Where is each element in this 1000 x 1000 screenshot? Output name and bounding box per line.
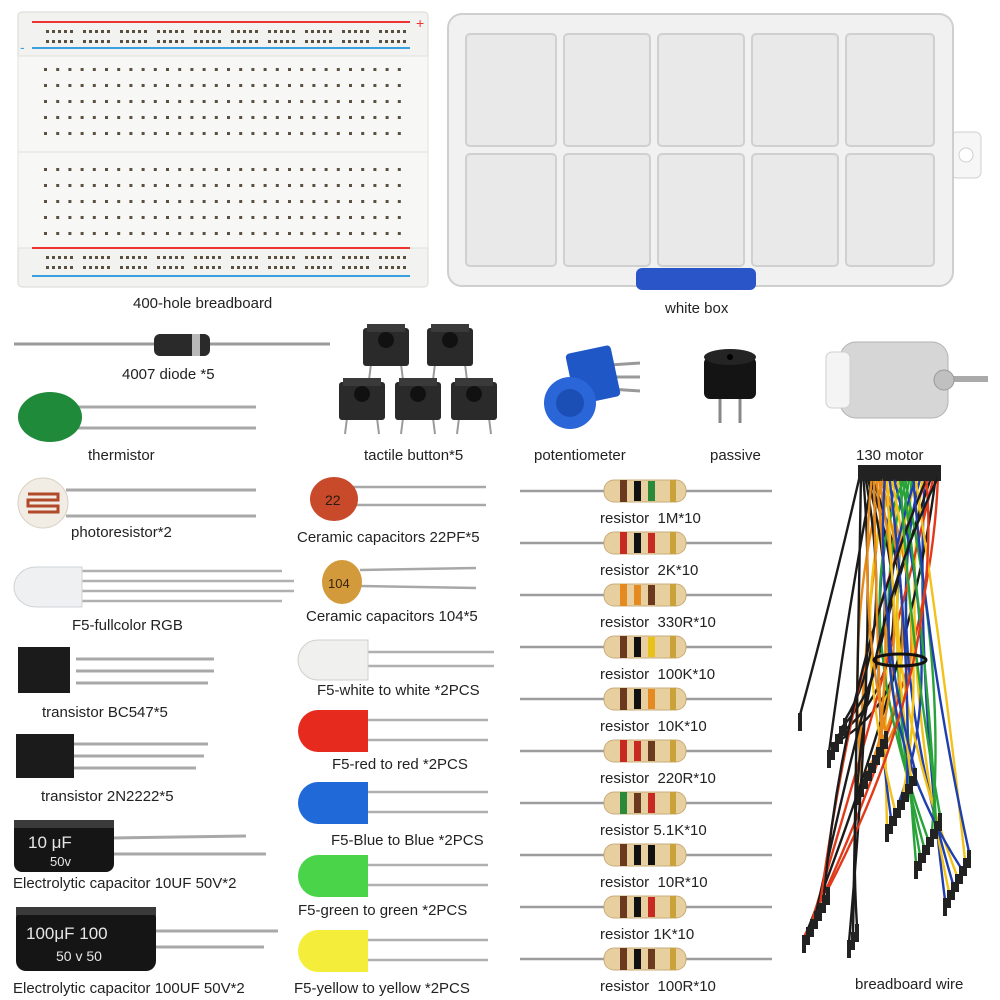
resistor-image [520, 738, 775, 764]
diode-label: 4007 diode *5 [122, 366, 215, 383]
resistor-image [520, 582, 775, 608]
e100-label: Electrolytic capacitor 100UF 50V*2 [13, 980, 245, 997]
e10-marking: 10 μF [28, 833, 72, 852]
electrolytic-100uf-image: 100μF 100 50 v 50 [16, 905, 281, 973]
red-led-label: F5-red to red *2PCS [332, 756, 468, 773]
breadboard-label: 400-hole breadboard [133, 295, 273, 312]
motor-image [825, 338, 991, 423]
resistor-label: resistor 10K*10 [600, 718, 707, 735]
diode-image [14, 330, 334, 360]
resistor-label: resistor 330R*10 [600, 614, 716, 631]
cap104-code: 104 [328, 576, 350, 591]
resistor-image [520, 842, 775, 868]
resistor-image [520, 894, 775, 920]
white-box-label: white box [665, 300, 729, 317]
rail-plus-mark: + [416, 15, 424, 31]
resistor-image [520, 478, 775, 504]
thermistor-image [14, 390, 259, 445]
green-led-image [298, 853, 493, 899]
photoresistor-image [16, 476, 261, 530]
cap22-code: 22 [325, 492, 341, 508]
green-led-label: F5-green to green *2PCS [298, 902, 468, 919]
red-led-image [298, 708, 493, 754]
passive-label: passive [710, 447, 761, 464]
n2222-image [16, 732, 211, 782]
buzzer-image [700, 345, 760, 425]
potentiometer-image [540, 345, 650, 435]
rail-minus-mark: - [20, 39, 25, 55]
resistor-label: resistor 1M*10 [600, 510, 701, 527]
tactile-buttons-image [335, 320, 520, 440]
resistor-label: resistor 5.1K*10 [600, 822, 707, 839]
motor-label: 130 motor [856, 447, 924, 464]
e100-marking: 100μF 100 [26, 924, 108, 943]
resistor-label: resistor 1K*10 [600, 926, 695, 943]
yellow-led-label: F5-yellow to yellow *2PCS [294, 980, 470, 997]
resistor-label: resistor 220R*10 [600, 770, 716, 787]
electrolytic-10uf-image: 10 μF 50v [14, 818, 269, 874]
blue-led-label: F5-Blue to Blue *2PCS [331, 832, 484, 849]
breadboard-image: + - [17, 11, 429, 292]
bc547-label: transistor BC547*5 [42, 704, 168, 721]
resistor-image [520, 946, 775, 972]
resistor-image [520, 790, 775, 816]
potentiometer-label: potentiometer [534, 447, 626, 464]
resistor-image [520, 686, 775, 712]
e10-label: Electrolytic capacitor 10UF 50V*2 [13, 875, 237, 892]
white-box-image [446, 12, 991, 292]
resistor-label: resistor 10R*10 [600, 874, 708, 891]
rgb-led-image [12, 563, 297, 611]
white-led-image [297, 638, 498, 682]
ceramic-22pf-image: 22 [308, 475, 488, 525]
e10-voltage: 50v [50, 854, 71, 869]
resistor-label: resistor 100R*10 [600, 978, 716, 995]
resistor-label: resistor 100K*10 [600, 666, 716, 683]
bc547-image [18, 645, 218, 697]
rgb-label: F5-fullcolor RGB [72, 617, 183, 634]
white-led-label: F5-white to white *2PCS [317, 682, 480, 699]
photoresistor-label: photoresistor*2 [71, 524, 172, 541]
n2222-label: transistor 2N2222*5 [41, 788, 174, 805]
resistor-label: resistor 2K*10 [600, 562, 699, 579]
ceramic-104-image: 104 [320, 558, 480, 606]
resistor-image [520, 530, 775, 556]
thermistor-label: thermistor [88, 447, 155, 464]
yellow-led-image [298, 928, 493, 974]
resistor-image [520, 634, 775, 660]
e100-voltage: 50 v 50 [56, 948, 102, 964]
tactile-label: tactile button*5 [364, 447, 464, 464]
wire-label: breadboard wire [855, 976, 964, 993]
blue-led-image [298, 780, 493, 826]
cap104-label: Ceramic capacitors 104*5 [306, 608, 478, 625]
cap22-label: Ceramic capacitors 22PF*5 [297, 529, 480, 546]
breadboard-wire-image [790, 465, 990, 975]
